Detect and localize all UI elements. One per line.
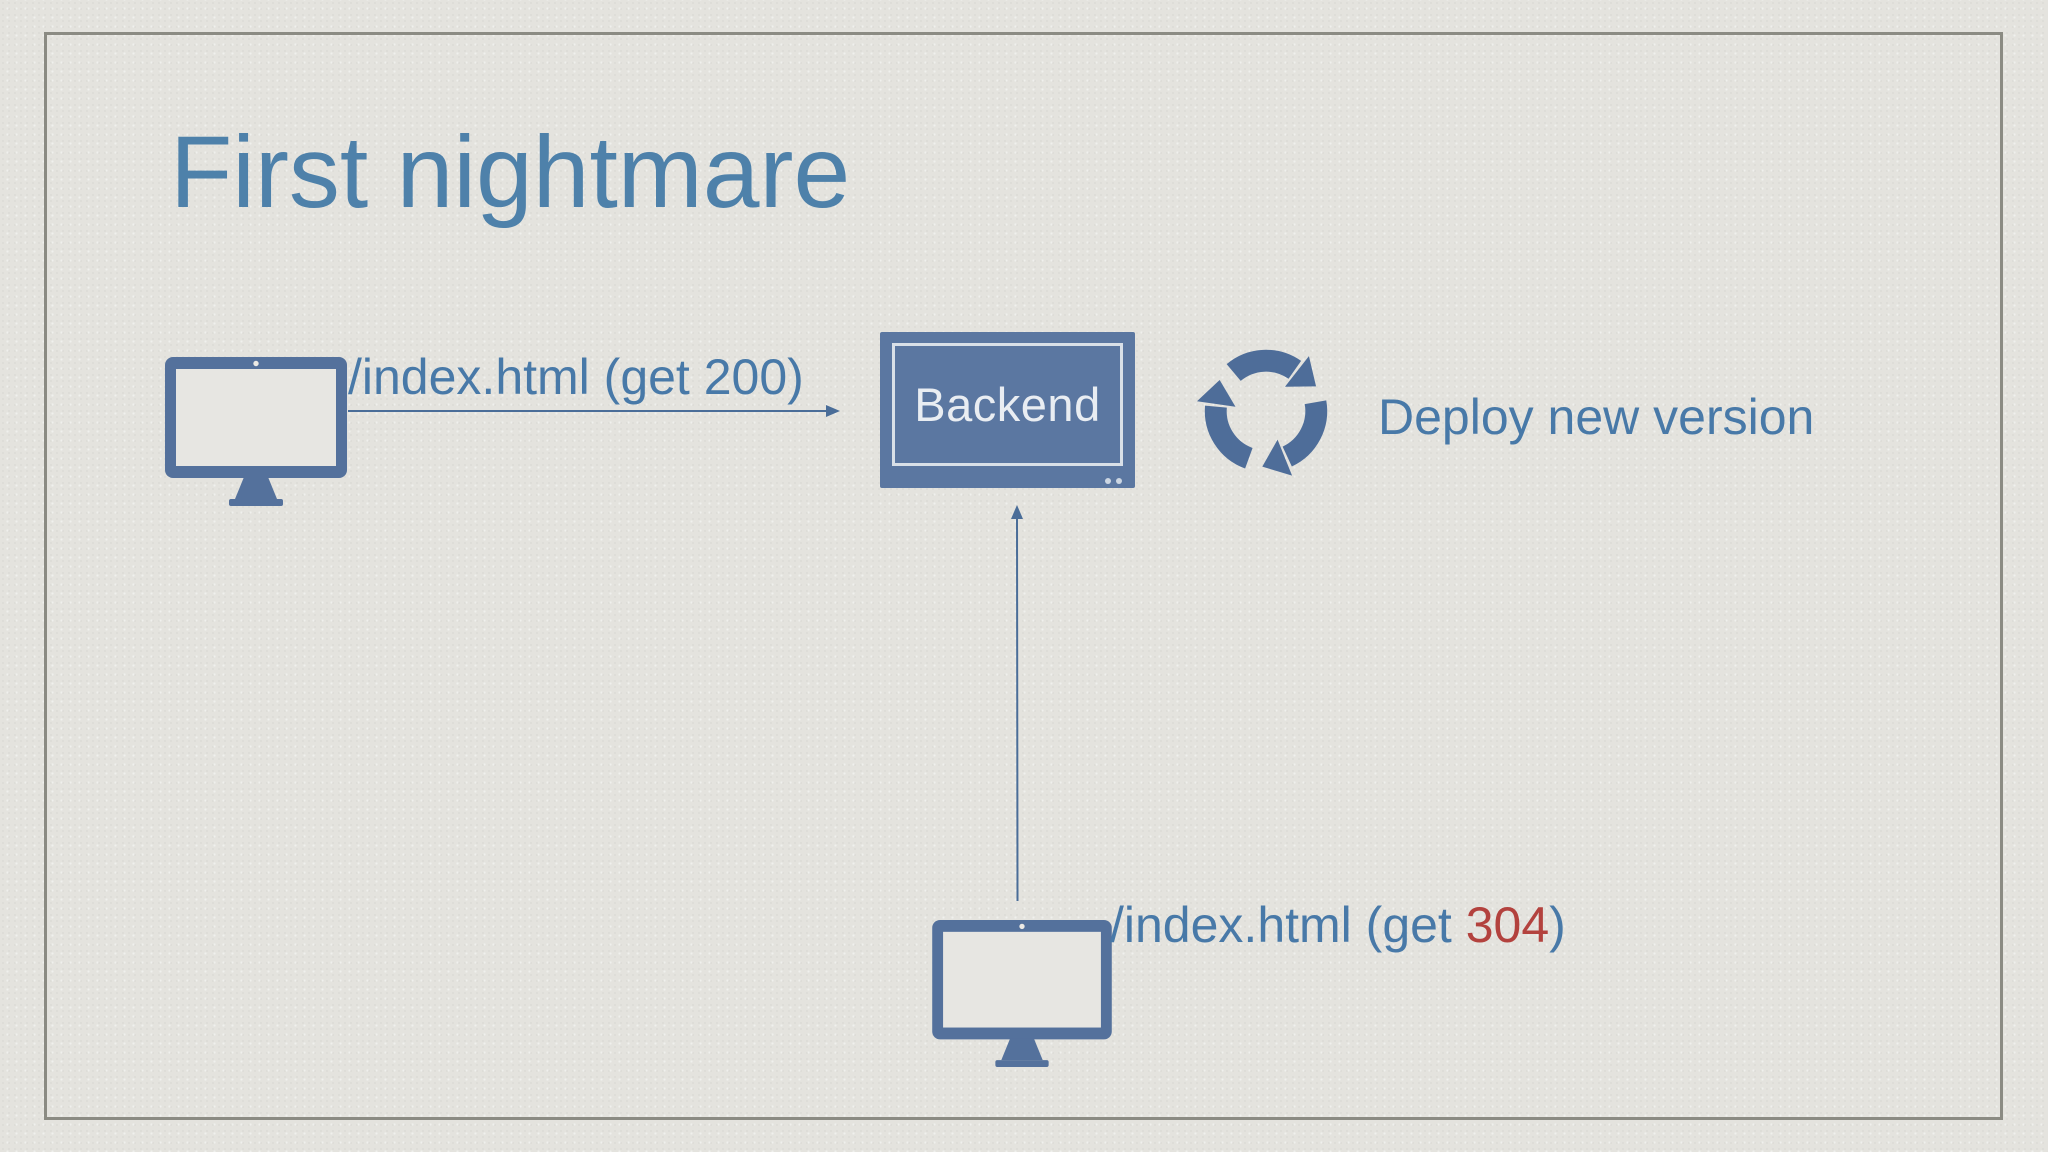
request-304-status: 304: [1465, 897, 1550, 953]
request-arrow-up: [1011, 505, 1023, 902]
backend-box: Backend: [880, 332, 1135, 488]
request-arrow-right: [348, 405, 840, 417]
request-200-status: 200: [703, 349, 788, 405]
request-200-label: /index.html (get 200): [348, 352, 804, 402]
backend-screen-dots: [1105, 478, 1122, 484]
bottom-client-monitor-icon: [932, 920, 1112, 1067]
slide-title: First nightmare: [170, 115, 851, 229]
request-304-label: /index.html (get 304): [1110, 900, 1566, 950]
backend-label: Backend: [914, 378, 1101, 431]
top-client-monitor-icon: [165, 357, 347, 506]
request-200-suffix: ): [787, 349, 804, 405]
request-200-prefix: /index.html (get: [348, 349, 704, 405]
deploy-refresh-cycle-icon: [1196, 349, 1328, 476]
backend-inner-border: Backend: [892, 343, 1123, 466]
deploy-label: Deploy new version: [1378, 389, 1815, 445]
request-304-suffix: ): [1549, 897, 1566, 953]
request-304-prefix: /index.html (get: [1110, 897, 1466, 953]
